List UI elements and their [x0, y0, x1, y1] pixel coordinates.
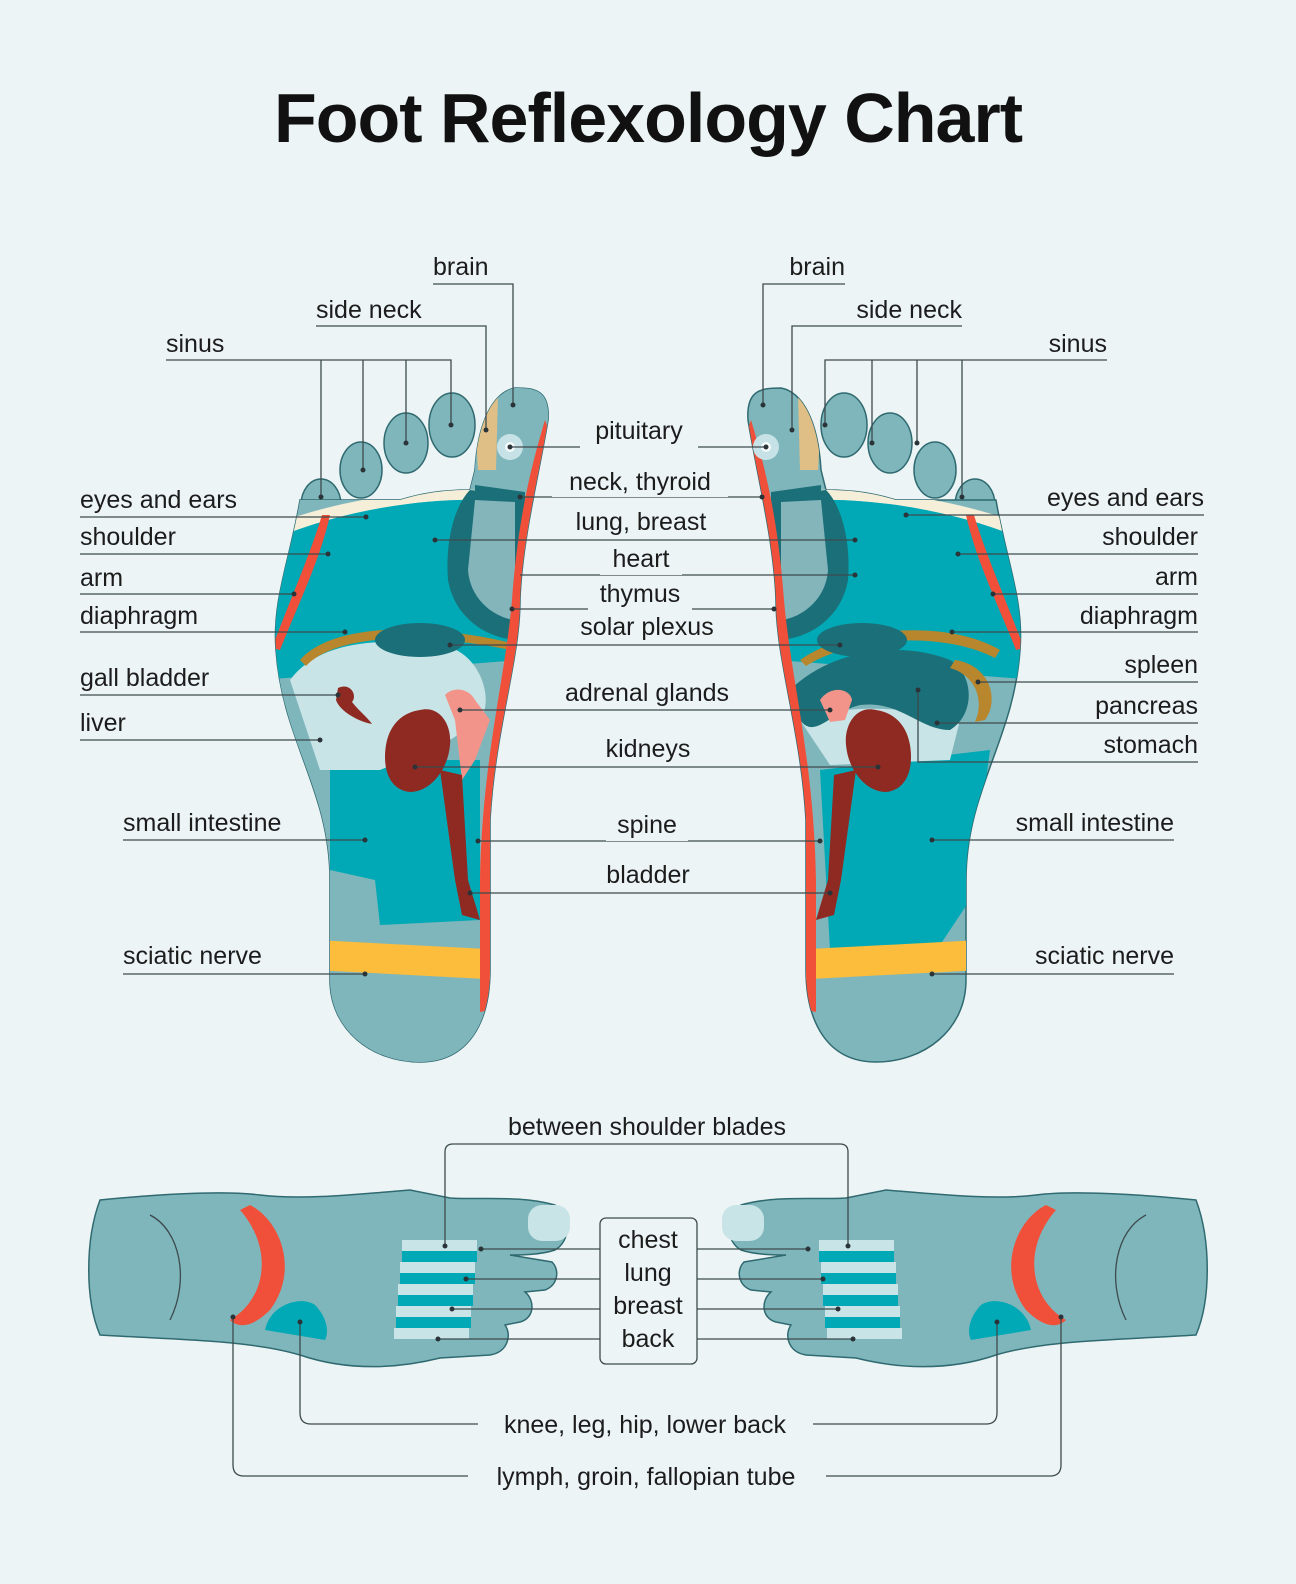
right-adrenal [820, 689, 852, 722]
knee-leg-hip-lower-back-label: knee, leg, hip, lower back [504, 1411, 787, 1439]
left-leader-lines [80, 283, 516, 977]
left-chest-stripes [394, 1240, 477, 1339]
left-foot [274, 387, 549, 1063]
neck-thyroid-label: neck, thyroid [569, 468, 711, 496]
right-pancreas-label: pancreas [1095, 692, 1198, 720]
top-view-leader-lines [230, 1143, 1064, 1477]
right-arm-line [966, 515, 1021, 650]
right-brain-label: brain [789, 253, 845, 281]
right-toe-3 [867, 412, 913, 474]
left-diaphragm-line [300, 629, 520, 666]
right-knee-zone [969, 1301, 1031, 1340]
right-sciatic-nerve-label: sciatic nerve [1035, 942, 1174, 970]
kidneys-label: kidneys [606, 735, 691, 763]
left-arm-label: arm [80, 564, 123, 592]
left-spine-line [480, 420, 549, 1012]
pituitary-label: pituitary [595, 417, 683, 445]
right-shoulder-label: shoulder [1102, 523, 1198, 551]
left-diaphragm-label: diaphragm [80, 602, 198, 630]
right-neck-band [771, 485, 821, 500]
left-foot-top-view [88, 1189, 570, 1368]
left-side-neck-label: side neck [316, 296, 422, 324]
right-side-neck-label: side neck [856, 296, 962, 324]
right-diaphragm-label: diaphragm [1080, 602, 1198, 630]
lung-label: lung [624, 1259, 671, 1287]
left-adrenal [445, 689, 490, 780]
left-sinus-label: sinus [166, 330, 224, 358]
right-spine-line [747, 420, 816, 1012]
right-chest-stripes [819, 1240, 902, 1339]
center-labels: pituitary neck, thyroid lung, breast hea… [565, 417, 729, 889]
back-label: back [622, 1325, 675, 1353]
right-small-intestine-zone [820, 750, 990, 960]
right-shoulder-band [816, 489, 1021, 545]
left-small-intestine-label: small intestine [123, 809, 281, 837]
left-arm-line [275, 515, 330, 650]
right-leader-lines [760, 283, 1204, 977]
right-sciatic-band [795, 940, 977, 980]
left-solar-plexus [375, 623, 465, 657]
left-lymph-arc [230, 1205, 285, 1326]
right-side-neck-zone [798, 392, 821, 470]
left-ureter [440, 770, 480, 920]
right-solar-plexus [817, 623, 907, 657]
right-toe-4 [913, 441, 957, 499]
right-toe-2 [820, 392, 868, 458]
bladder-label: bladder [606, 861, 689, 889]
top-view-labels: between shoulder blades chest lung breas… [497, 1113, 796, 1491]
spine-label: spine [617, 811, 677, 839]
left-neck-band [475, 485, 525, 500]
right-stomach-label: stomach [1104, 731, 1198, 759]
solar-plexus-label: solar plexus [580, 613, 713, 641]
right-lymph-arc [1011, 1205, 1066, 1326]
adrenal-glands-label: adrenal glands [565, 679, 729, 707]
right-spleen [950, 660, 992, 722]
left-gall-bladder-label: gall bladder [80, 664, 209, 692]
chart-title: Foot Reflexology Chart [273, 79, 1023, 157]
left-brain-label: brain [433, 253, 489, 281]
left-liver-label: liver [80, 709, 126, 737]
left-gall-bladder [336, 686, 372, 724]
right-arm-label: arm [1155, 563, 1198, 591]
left-knee-zone [265, 1301, 327, 1340]
left-shoulder-label: shoulder [80, 523, 176, 551]
left-small-intestine-zone [330, 760, 480, 925]
left-sciatic-band [319, 940, 501, 980]
lymph-groin-fallopian-tube-label: lymph, groin, fallopian tube [497, 1463, 796, 1491]
lung-breast-label: lung, breast [576, 508, 707, 536]
breast-label: breast [613, 1292, 683, 1320]
right-foot-top-view [722, 1189, 1208, 1368]
between-shoulder-blades-label: between shoulder blades [508, 1113, 786, 1141]
right-sinus-label: sinus [1049, 330, 1107, 358]
right-kidney [845, 709, 911, 792]
right-labels: brain side neck sinus eyes and ears shou… [789, 253, 1204, 970]
heart-label: heart [613, 545, 670, 573]
left-eyes-ears-label: eyes and ears [80, 486, 237, 514]
right-foot [747, 387, 1022, 1063]
right-small-intestine-label: small intestine [1016, 809, 1174, 837]
thymus-label: thymus [600, 580, 681, 608]
right-ureter [816, 770, 856, 920]
right-eyes-ears-label: eyes and ears [1047, 484, 1204, 512]
chest-label: chest [618, 1226, 678, 1254]
left-kidney [385, 709, 451, 792]
left-labels: brain side neck sinus eyes and ears shou… [80, 253, 489, 970]
left-sciatic-nerve-label: sciatic nerve [123, 942, 262, 970]
right-spleen-label: spleen [1124, 651, 1198, 679]
